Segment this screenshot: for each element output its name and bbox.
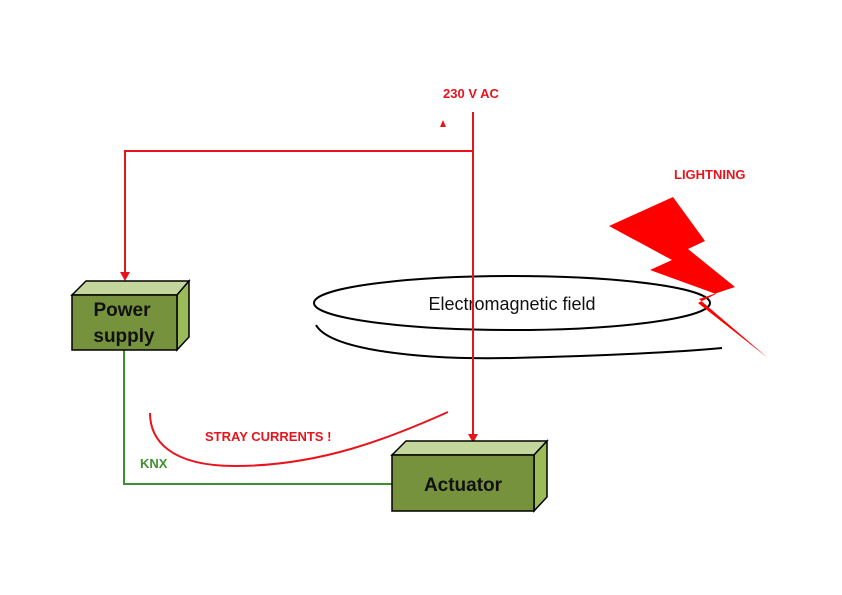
field-lower-arc [315,324,723,360]
knx-label: KNX [140,456,168,471]
actuator-label: Actuator [424,475,503,496]
power-supply-label-line2: supply [93,326,155,347]
small-triangle-icon [440,120,446,127]
knx-bus-line [123,350,393,485]
arrow-to-actuator-icon [468,434,478,443]
lightning-label: LIGHTNING [674,167,746,182]
lightning-bolt-icon [609,197,768,358]
supply-voltage-label: 230 V AC [443,86,499,101]
stray-currents-label: STRAY CURRENTS ! [205,429,331,444]
power-supply-label-line1: Power [93,300,151,321]
electromagnetic-field-ellipse [313,275,711,331]
actuator-box: Actuator [390,439,549,513]
power-supply-box: Power supply [70,278,191,352]
stray-currents-curve [149,411,449,468]
mains-to-power-supply-line [124,150,473,276]
arrow-to-power-supply-icon [120,272,130,281]
electromagnetic-field-label: Electromagnetic field [428,294,595,314]
